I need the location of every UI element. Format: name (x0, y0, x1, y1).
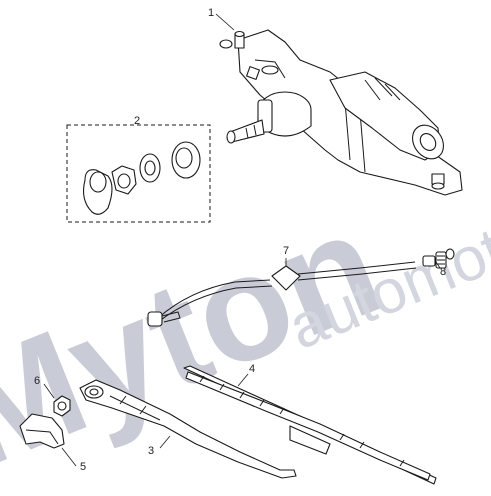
callout-6: 6 (34, 375, 40, 387)
callout-4: 4 (249, 363, 255, 375)
washer-jet (422, 248, 455, 269)
hose-end-fitting (147, 311, 163, 327)
watermark: Myton automotive (0, 178, 491, 496)
wiper-arm (79, 379, 297, 479)
hose-connector (271, 265, 301, 291)
callout-5: 5 (80, 461, 86, 473)
wiper-motor (219, 29, 463, 196)
arm-cap (19, 413, 65, 449)
callout-3: 3 (148, 445, 154, 457)
callout-1: 1 (208, 7, 214, 19)
grommet-kit (83, 141, 201, 215)
callout-2: 2 (134, 115, 140, 127)
callout-7: 7 (283, 245, 289, 257)
arm-nut (53, 395, 71, 417)
callout-8: 8 (440, 266, 446, 278)
callouts: 1 2 3 4 5 6 7 8 (34, 7, 446, 473)
blade-frame (185, 371, 431, 481)
washer-hose (147, 261, 417, 327)
hose-segment-left (157, 279, 271, 319)
wiper-blade (183, 365, 437, 485)
grommet-kit-box (66, 124, 211, 223)
arm-body (79, 379, 297, 479)
blade-mount (289, 425, 331, 455)
